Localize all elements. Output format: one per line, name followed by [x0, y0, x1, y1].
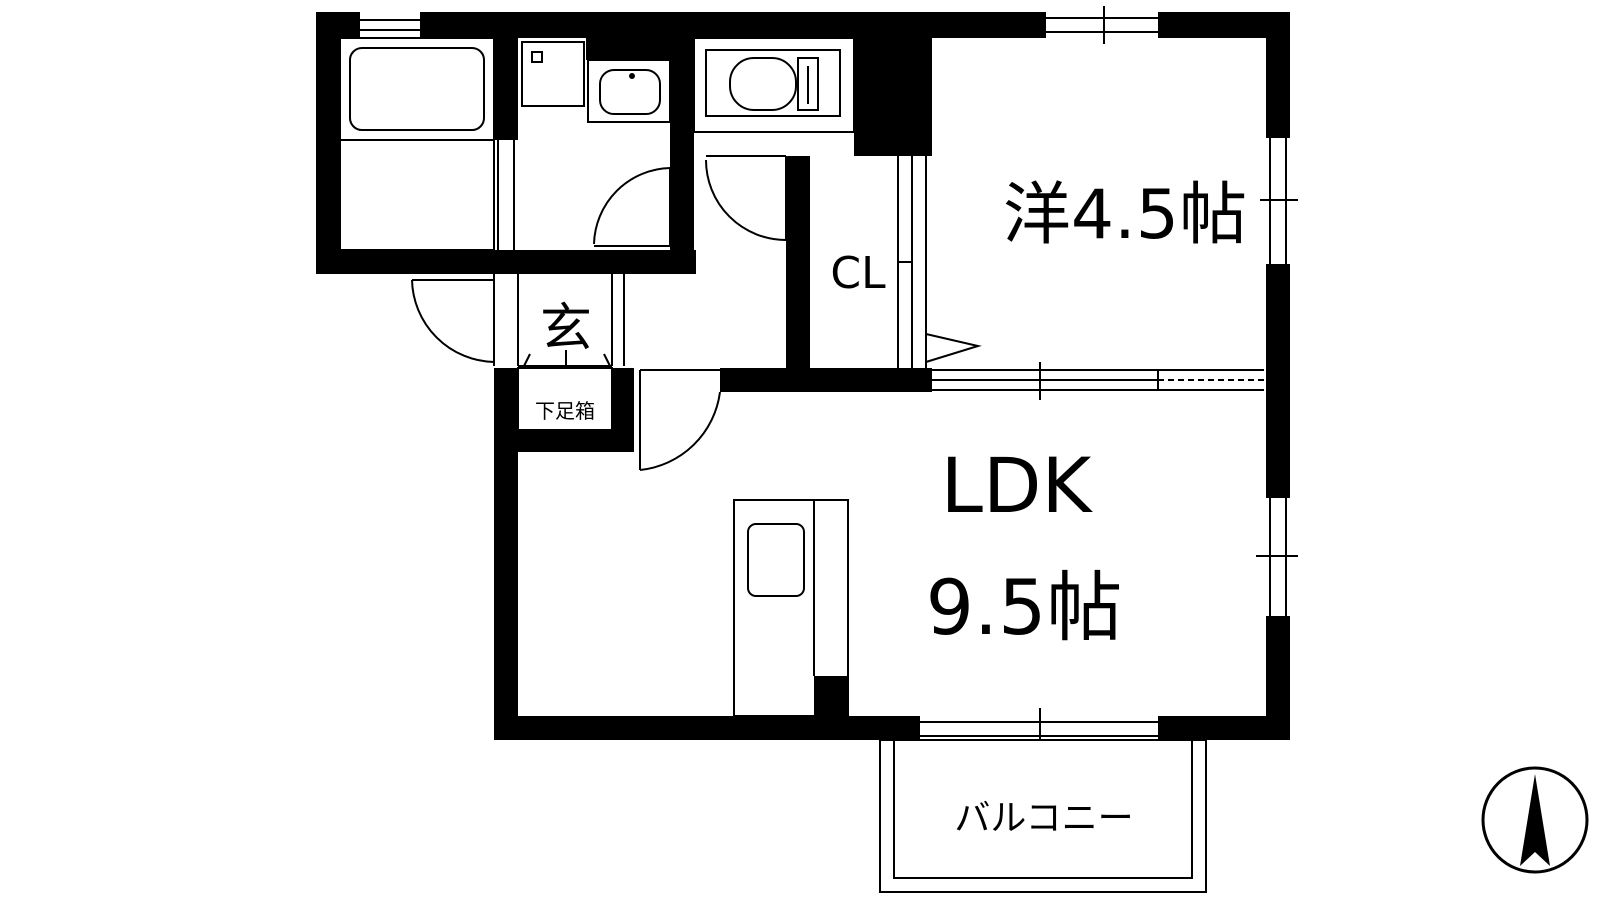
- balcony: [879, 739, 1207, 893]
- wall-bath-washroom: [494, 38, 518, 140]
- wall-wet-bottom: [316, 250, 696, 274]
- wall-washroom-toilet: [670, 38, 694, 274]
- north-arrow-icon: [1481, 766, 1589, 874]
- closet-label: CL: [830, 248, 886, 299]
- balcony-label: バルコニー: [954, 798, 1133, 839]
- shoe-box: [517, 367, 613, 431]
- shoe-box-label: 下足箱: [535, 399, 595, 423]
- ldk-label: LDK: [941, 441, 1094, 530]
- inner-walls: [639, 156, 1264, 471]
- entrance-label: 玄: [540, 299, 592, 359]
- wall-bath-left: [316, 12, 340, 274]
- kitchen-sink-icon: [747, 523, 805, 597]
- closet: [810, 156, 898, 368]
- bathtub-icon: [349, 47, 485, 131]
- wet-area: [316, 12, 1034, 274]
- ldk-size-label: 9.5帖: [926, 563, 1123, 652]
- kitchen-counter: [733, 499, 849, 717]
- toilet-icon: [729, 57, 797, 111]
- wall-top-left: [316, 12, 1034, 38]
- entrance-area: [411, 274, 634, 452]
- outer-walls: [494, 6, 1298, 750]
- western-room-label: 洋4.5帖: [1003, 176, 1247, 255]
- bath-window-gap: [360, 12, 420, 38]
